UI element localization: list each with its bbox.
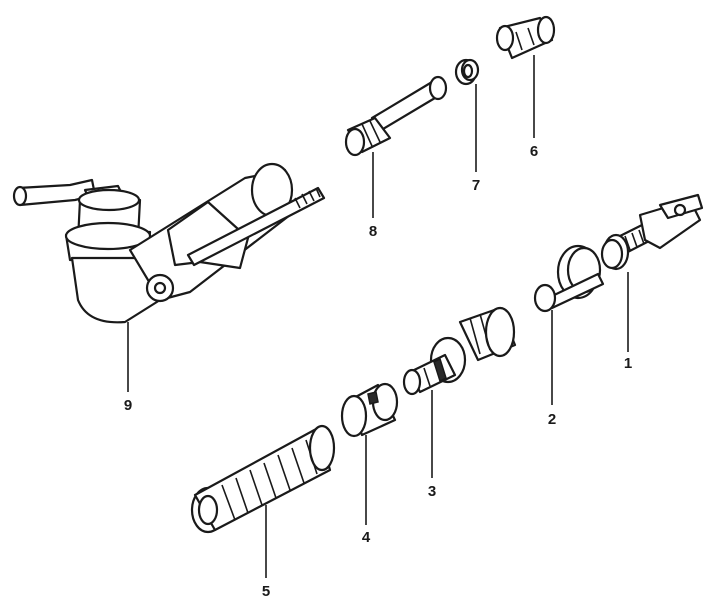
callout-4: 4: [362, 529, 371, 546]
part-5-spring: [190, 424, 336, 534]
callout-6: 6: [530, 143, 538, 160]
callout-9: 9: [124, 397, 132, 414]
part-6-bushing: [495, 15, 556, 60]
part-4-seal: [340, 382, 399, 438]
callout-2: 2: [548, 411, 556, 428]
leader-lines: [127, 55, 629, 578]
part-9-master-cylinder: [12, 162, 326, 324]
callout-3: 3: [428, 483, 436, 500]
callout-8: 8: [369, 223, 377, 240]
callout-1: 1: [624, 355, 632, 372]
callout-labels: 1 2 3 4 5 6 7 8 9: [124, 143, 632, 600]
part-2-boot: [533, 244, 605, 313]
part-1-clevis: [600, 193, 704, 271]
callout-7: 7: [472, 177, 480, 194]
callout-5: 5: [262, 583, 270, 600]
part-8-push-rod: [344, 75, 448, 157]
part-7-ring: [454, 58, 480, 86]
part-3-piston: [402, 306, 517, 396]
